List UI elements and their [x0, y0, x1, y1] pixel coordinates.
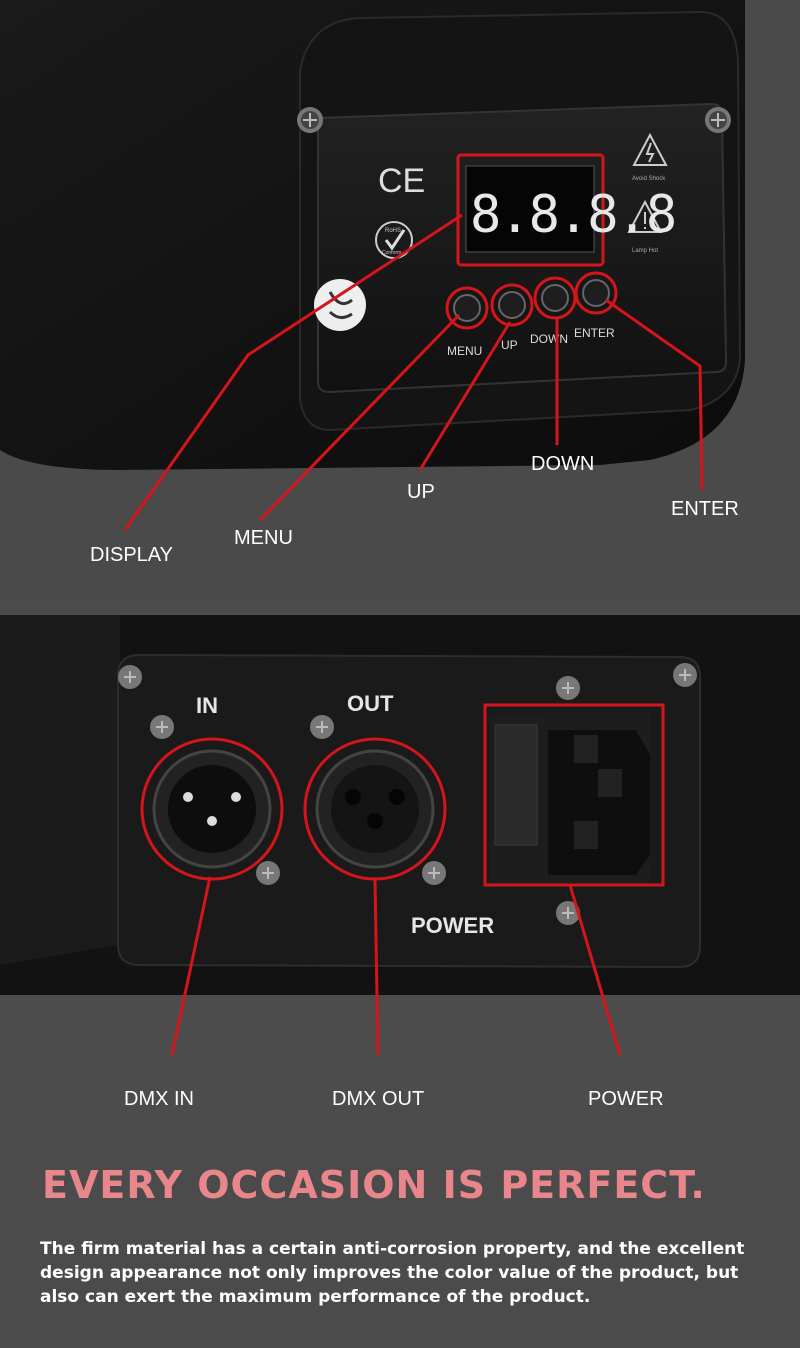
connector-panel-photo: IN OUT POWER	[0, 615, 800, 1160]
dmx-in-connector	[140, 737, 284, 881]
control-panel-photo: CE RoHS Conform Avoid Shock Lamp Hot	[0, 0, 800, 600]
callout-lines	[123, 213, 704, 531]
button-down[interactable]	[533, 276, 577, 320]
headline: EVERY OCCASION IS PERFECT.	[42, 1163, 706, 1207]
panel-label-down: DOWN	[530, 332, 568, 346]
dmx-out-connector	[303, 737, 447, 881]
svg-text:Lamp Hot: Lamp Hot	[632, 248, 658, 254]
panel-label-enter: ENTER	[574, 326, 615, 340]
callout-lines	[170, 876, 622, 1056]
svg-text:Avoid Shock: Avoid Shock	[632, 176, 666, 182]
control-panel-image: CE RoHS Conform Avoid Shock Lamp Hot	[0, 0, 745, 531]
panel-label-menu: MENU	[447, 344, 482, 358]
panel-label-in: IN	[196, 693, 218, 718]
callout-down: DOWN	[531, 453, 595, 475]
led-display: 8.8.8.8	[456, 153, 677, 267]
panel-label-out: OUT	[347, 691, 394, 716]
screw-icon	[297, 107, 731, 133]
power-inlet	[483, 703, 665, 887]
callout-display: DISPLAY	[90, 544, 173, 566]
svg-text:RoHS: RoHS	[385, 228, 401, 234]
svg-text:Conform: Conform	[382, 250, 401, 256]
display-digits: 8.8.8.8	[470, 185, 675, 245]
callout-menu: MENU	[234, 527, 293, 549]
body-copy: The firm material has a certain anti-cor…	[40, 1239, 745, 1307]
callout-power: POWER	[588, 1088, 664, 1110]
callout-up: UP	[407, 481, 435, 503]
screw-slot-icon	[124, 669, 691, 919]
warning-hot-icon: Lamp Hot	[627, 199, 663, 254]
brand-logo-icon	[314, 279, 366, 331]
button-up[interactable]	[490, 283, 534, 327]
panel-label-up: UP	[501, 338, 518, 352]
button-menu[interactable]	[445, 286, 489, 330]
ce-mark-icon: CE	[378, 162, 425, 200]
callout-dmx-out: DMX OUT	[332, 1088, 425, 1110]
warning-shock-icon: Avoid Shock	[632, 132, 668, 182]
panel-label-power: POWER	[411, 913, 494, 938]
callout-enter: ENTER	[671, 498, 739, 520]
callout-dmx-in: DMX IN	[124, 1088, 194, 1110]
connector-panel-image: IN OUT POWER	[0, 615, 800, 1056]
button-enter[interactable]	[574, 271, 618, 315]
